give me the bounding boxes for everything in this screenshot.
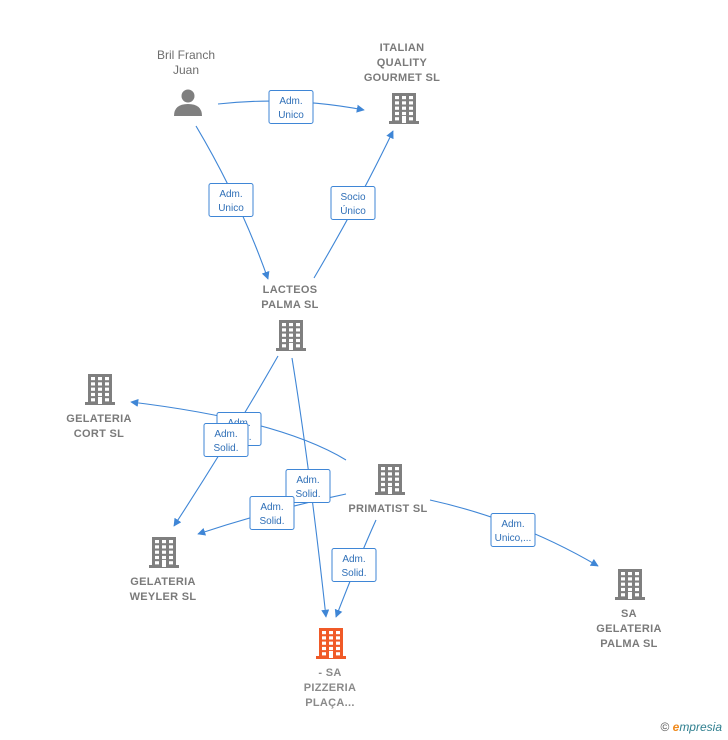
node-lacteos[interactable]: LACTEOS PALMA SL bbox=[261, 284, 318, 351]
edge-label-text: Único bbox=[340, 204, 366, 217]
edge-label-text: Unico bbox=[218, 203, 244, 214]
building-icon bbox=[389, 93, 419, 124]
edge-label-text: Adm. bbox=[260, 502, 283, 513]
building-icon bbox=[615, 569, 645, 600]
edge-label-bril-lacteos[interactable]: Adm. Unico bbox=[208, 183, 254, 217]
building-icon bbox=[276, 320, 306, 351]
brand-name: mpresia bbox=[679, 720, 722, 734]
node-label: SA bbox=[621, 608, 637, 620]
node-label: CORT SL bbox=[74, 428, 124, 440]
edge-label-primatist-weyler[interactable]: Adm. Solid. bbox=[249, 496, 295, 530]
building-icon bbox=[149, 537, 179, 568]
edge-label-text: Adm. bbox=[501, 519, 524, 530]
node-label: - SA bbox=[318, 667, 341, 679]
person-icon bbox=[174, 89, 202, 116]
edge-label-text: Unico,... bbox=[495, 533, 532, 544]
edge-label-lacteos-weyler[interactable]: Adm. Solid. bbox=[203, 423, 249, 457]
edge-label-primatist-sapalma[interactable]: Adm. Unico,... bbox=[490, 513, 536, 547]
edge-label-text: Solid. bbox=[213, 443, 238, 454]
node-label: GELATERIA bbox=[596, 623, 661, 635]
node-label: GELATERIA bbox=[130, 576, 195, 588]
edge-label-text: Solid. bbox=[295, 489, 320, 500]
watermark: © empresia bbox=[660, 720, 722, 734]
node-sapalma[interactable]: SA GELATERIA PALMA SL bbox=[596, 569, 661, 650]
edge-label-box bbox=[331, 548, 377, 582]
brand-initial: e bbox=[672, 720, 680, 734]
node-label: QUALITY bbox=[377, 57, 428, 69]
building-icon bbox=[316, 628, 346, 659]
edge-label-primatist-pizzeria[interactable]: Adm. Solid. bbox=[331, 548, 377, 582]
edge-label-text: Unico bbox=[278, 110, 304, 121]
node-label: PALMA SL bbox=[261, 299, 318, 311]
node-label: LACTEOS bbox=[263, 284, 318, 296]
node-label: PLAÇA... bbox=[305, 697, 354, 709]
copyright-icon: © bbox=[660, 720, 670, 734]
node-italian[interactable]: ITALIAN QUALITY GOURMET SL bbox=[364, 42, 440, 124]
edge-label-text: Adm. bbox=[219, 189, 242, 200]
building-icon bbox=[375, 464, 405, 495]
edge-label-text: Adm. bbox=[214, 429, 237, 440]
edge-label-box bbox=[203, 423, 249, 457]
edge-label-box bbox=[208, 183, 254, 217]
edge-label-text: Adm. bbox=[342, 554, 365, 565]
node-cort[interactable]: GELATERIA CORT SL bbox=[66, 374, 131, 440]
node-weyler[interactable]: GELATERIA WEYLER SL bbox=[130, 537, 197, 603]
node-label: ITALIAN bbox=[380, 42, 425, 54]
node-label: GOURMET SL bbox=[364, 72, 440, 84]
node-label: WEYLER SL bbox=[130, 591, 197, 603]
edge-label-text: Socio bbox=[340, 192, 365, 203]
node-label: Bril Franch bbox=[157, 48, 215, 62]
node-label: GELATERIA bbox=[66, 413, 131, 425]
building-icon bbox=[85, 374, 115, 405]
edge-label-text: Adm. bbox=[279, 96, 302, 107]
edge-label-text: Adm. bbox=[296, 475, 319, 486]
edge-label-box bbox=[330, 186, 376, 220]
node-label: PIZZERIA bbox=[304, 682, 357, 694]
edge-label-text: Solid. bbox=[341, 568, 366, 579]
edge-label-box bbox=[249, 496, 295, 530]
node-pizzeria[interactable]: - SA PIZZERIA PLAÇA... bbox=[304, 628, 357, 709]
edge-label-bril-italian[interactable]: Adm. Unico bbox=[268, 90, 314, 124]
edge-label-box bbox=[268, 90, 314, 124]
node-label: PALMA SL bbox=[600, 638, 657, 650]
node-label: Juan bbox=[173, 63, 199, 77]
node-primatist[interactable]: PRIMATIST SL bbox=[348, 464, 427, 515]
edge-label-text: Solid. bbox=[259, 516, 284, 527]
node-label: PRIMATIST SL bbox=[348, 503, 427, 515]
edge-label-box bbox=[285, 469, 331, 503]
edge-labels-layer: Adm.UnicoAdm.UnicoSocioÚnicoAdm.Solid.Ad… bbox=[203, 90, 536, 582]
edge-label-lacteos-pizzeria[interactable]: Adm. Solid. bbox=[285, 469, 331, 503]
edge-label-box bbox=[490, 513, 536, 547]
